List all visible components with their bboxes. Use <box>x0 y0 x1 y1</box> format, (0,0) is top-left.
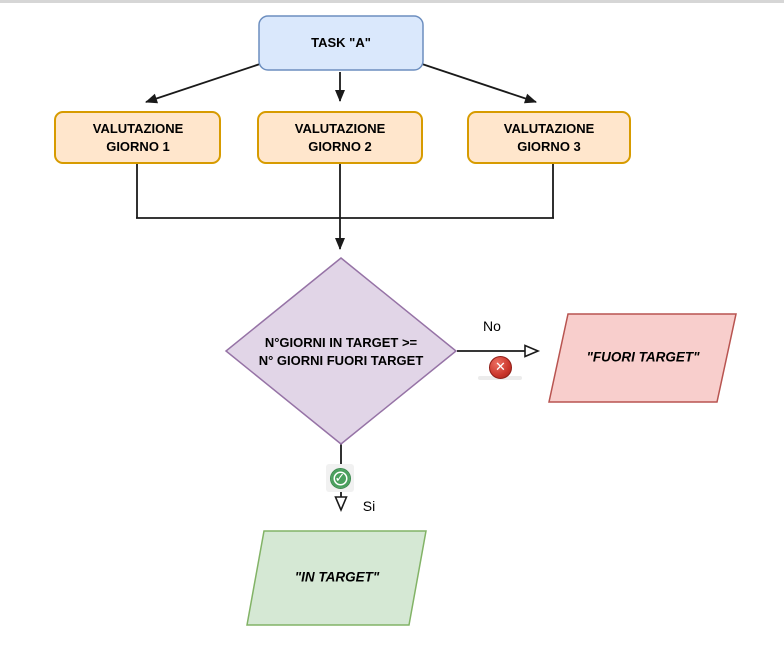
task-a-label: TASK "A" <box>311 34 371 50</box>
fuori-target-node[interactable] <box>548 313 737 403</box>
in-target-node[interactable] <box>246 530 427 626</box>
edge-task-to-giorno1 <box>145 63 261 104</box>
task-a-node[interactable] <box>258 15 424 71</box>
valutazione-giorno-2-label: VALUTAZIONE GIORNO 2 <box>294 120 386 154</box>
valutazione-giorno-2-node[interactable] <box>257 111 423 164</box>
si-branch-label: Si <box>362 498 376 515</box>
decision-label: N°GIORNI IN TARGET >= N° GIORNI FUORI TA… <box>258 334 424 368</box>
window-top-border <box>0 0 784 3</box>
edge-task-to-giorno3 <box>421 63 537 104</box>
valutazione-giorno-3-node[interactable] <box>467 111 631 164</box>
cross-mark-icon: ✕ <box>489 356 512 379</box>
no-branch-label: No <box>483 318 501 335</box>
valutazione-giorno-1-node[interactable] <box>54 111 221 164</box>
decision-diamond-node[interactable] <box>224 257 458 445</box>
fuori-target-label: "FUORI TARGET" <box>586 349 700 365</box>
check-mark-icon: ✓ <box>329 467 351 489</box>
valutazione-giorno-3-label: VALUTAZIONE GIORNO 3 <box>503 120 595 154</box>
in-target-label: "IN TARGET" <box>294 569 380 585</box>
valutazione-giorno-1-label: VALUTAZIONE GIORNO 1 <box>92 120 184 154</box>
check-mark-icon-background: ✓ <box>326 464 354 492</box>
